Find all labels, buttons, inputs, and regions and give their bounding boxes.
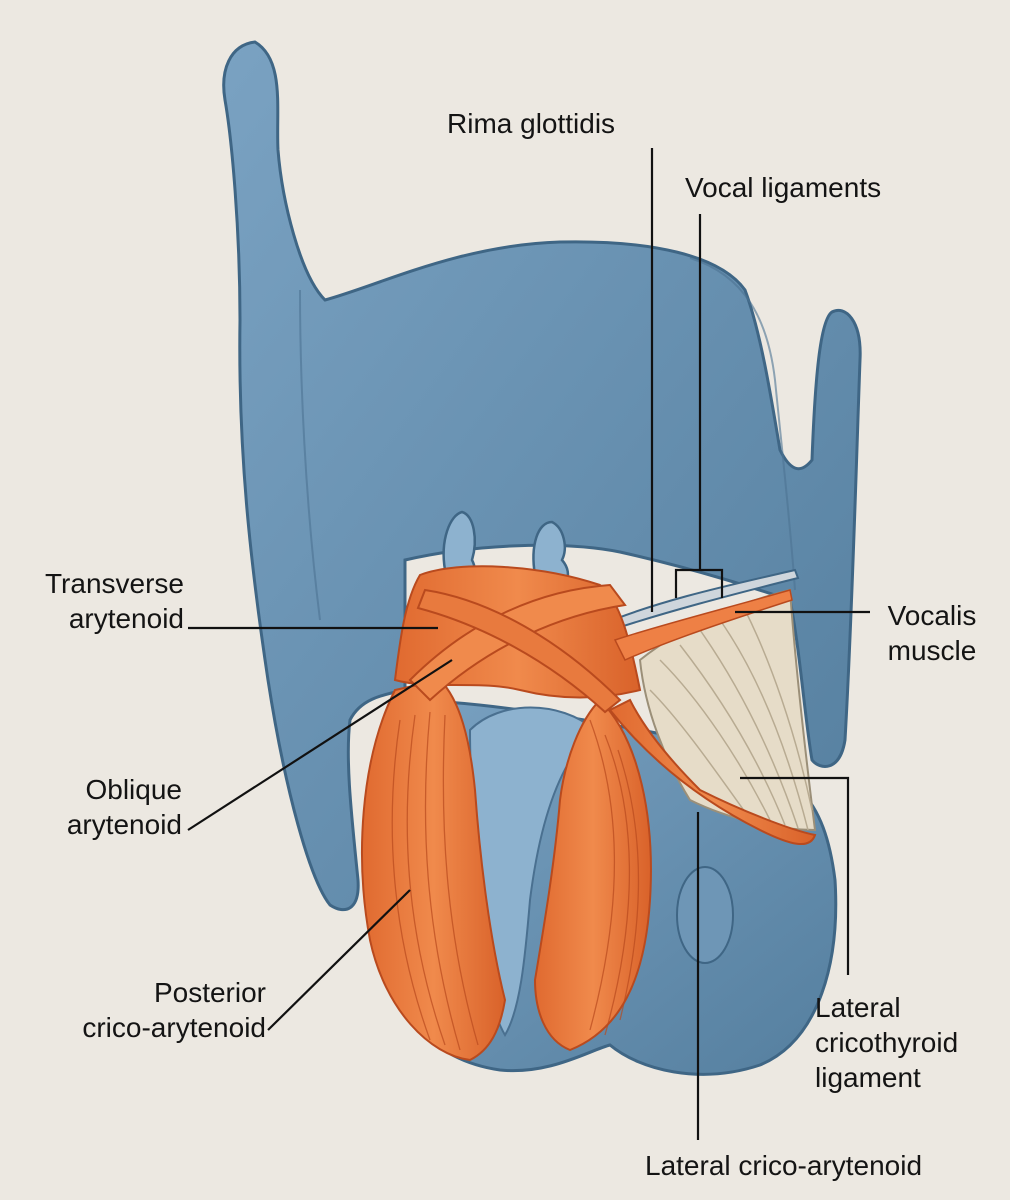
- label-vocalis-muscle: Vocalis muscle: [872, 598, 992, 668]
- label-lateral-cricothyroid-ligament-line2: cricothyroid: [815, 1027, 959, 1058]
- label-vocal-ligaments: Vocal ligaments: [685, 170, 881, 205]
- oblique-arytenoid-muscle: [408, 583, 627, 702]
- vocal-ligament-strip: [598, 568, 800, 634]
- thyroid-rim-line: [689, 257, 796, 591]
- label-posterior-crico-arytenoid: Posterior crico-arytenoid: [10, 975, 266, 1045]
- label-vocalis-muscle-line1: Vocalis: [887, 600, 977, 631]
- label-transverse-arytenoid-line1: Transverse: [44, 568, 184, 599]
- thyroid-cartilage: [222, 40, 862, 912]
- label-lateral-cricothyroid-ligament-line1: Lateral: [815, 992, 901, 1023]
- label-vocal-ligaments-text: Vocal ligaments: [685, 172, 882, 203]
- leader-vocal-ligaments-bracket: [674, 568, 724, 598]
- leader-oblique-arytenoid: [187, 659, 453, 831]
- label-rima-glottidis-text: Rima glottidis: [447, 108, 616, 139]
- label-oblique-arytenoid-line1: Oblique: [85, 774, 182, 805]
- oblique-arytenoid-muscle-2: [416, 588, 622, 714]
- thyroid-fold-line: [299, 289, 321, 621]
- posterior-crico-arytenoid-muscle: [361, 678, 507, 1062]
- label-transverse-arytenoid: Transverse arytenoid: [12, 566, 184, 636]
- cricoid-facet: [676, 866, 734, 964]
- label-vocalis-muscle-line2: muscle: [887, 635, 977, 666]
- label-lateral-cricothyroid-ligament-line3: ligament: [815, 1062, 921, 1093]
- label-posterior-crico-arytenoid-line2: crico-arytenoid: [82, 1012, 266, 1043]
- leader-lateral-cricothyroid-ligament: [740, 776, 850, 975]
- label-lateral-crico-arytenoid-text: Lateral crico-arytenoid: [645, 1150, 923, 1181]
- vocalis-fibers: [649, 609, 813, 831]
- label-oblique-arytenoid: Oblique arytenoid: [12, 772, 182, 842]
- label-rima-glottidis: Rima glottidis: [447, 106, 615, 141]
- label-transverse-arytenoid-line2: arytenoid: [68, 603, 184, 634]
- vocalis-muscle-band: [613, 589, 793, 661]
- label-lateral-cricothyroid-ligament: Lateral cricothyroid ligament: [815, 990, 958, 1095]
- label-oblique-arytenoid-line2: arytenoid: [66, 809, 182, 840]
- lateral-crico-arytenoid-muscle: [608, 698, 817, 846]
- label-lateral-crico-arytenoid: Lateral crico-arytenoid: [645, 1148, 922, 1183]
- label-posterior-crico-arytenoid-line1: Posterior: [153, 977, 266, 1008]
- posterior-muscle-fibers: [391, 711, 640, 1051]
- leader-lines: [187, 148, 870, 1140]
- leader-posterior-crico-arytenoid: [267, 889, 411, 1031]
